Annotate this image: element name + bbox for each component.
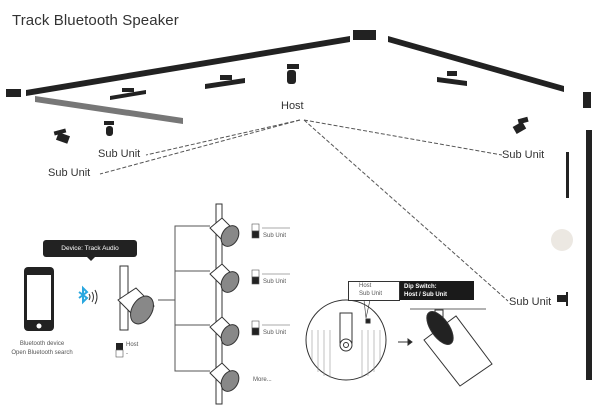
dip-switch-detail: [305, 299, 493, 387]
phone-caption-line2: Open Bluetooth search: [11, 350, 73, 356]
track-light-fixture: [437, 71, 467, 86]
host-label: Host: [281, 100, 304, 112]
sub-speaker: [209, 263, 240, 293]
host-switch-label: Host: [126, 342, 139, 348]
host-switch-sub-label: -: [126, 351, 128, 357]
vent-lines: [311, 330, 381, 378]
track-rails: [6, 30, 592, 380]
sub-spotlight: [104, 121, 114, 136]
host-switch-on: [116, 343, 123, 350]
sub-speaker: [209, 316, 240, 346]
dip-switch-title: Dip Switch: Host / Sub Unit: [400, 281, 474, 300]
track-wall-piece: [566, 152, 569, 198]
sub-switch-on: [251, 327, 260, 336]
track-light-fixture: [110, 88, 146, 100]
wall-sub-speaker: [557, 292, 568, 306]
device-name-tooltip: Device: Track Audio: [43, 240, 137, 261]
signal-waves-icon: [88, 289, 98, 305]
sub-switch-off: [251, 269, 260, 278]
sub-unit-switch-label: Sub Unit: [263, 279, 287, 285]
sub-switch-off: [251, 320, 260, 329]
phone-caption-line1: Bluetooth device: [19, 341, 65, 347]
dip-title-line2: Host / Sub Unit: [404, 292, 447, 298]
speaker-side-view: [423, 309, 493, 387]
dip-title-line1: Dip Switch:: [404, 284, 437, 290]
sub-switch-off: [251, 223, 260, 232]
track-light-fixture: [205, 75, 245, 89]
track-rail-gray: [35, 96, 183, 124]
sub-unit-label: Sub Unit: [48, 167, 91, 179]
sub-unit-switch-label: Sub Unit: [263, 330, 287, 336]
sub-speaker: [209, 362, 240, 392]
arrow-right-icon: [398, 338, 413, 346]
dip-switch-legend: Host Sub Unit: [348, 281, 400, 301]
bluetooth-icon: [78, 285, 89, 305]
page-title: Track Bluetooth Speaker: [12, 12, 179, 29]
sub-speakers: [209, 217, 240, 392]
sub-switch-on: [251, 230, 260, 239]
phone-icon: [24, 267, 54, 331]
tree-connector: [158, 225, 210, 372]
ceiling-fixtures: [53, 64, 568, 306]
track-corner-left: [6, 89, 21, 97]
host-spotlight: [287, 64, 299, 84]
track-corner-right: [583, 92, 591, 108]
sub-spotlight: [53, 128, 71, 144]
sub-unit-label: Sub Unit: [502, 149, 545, 161]
track-corner-top: [353, 30, 376, 40]
track-rail-left: [26, 36, 350, 96]
sub-switches: [251, 223, 290, 336]
more-label: More...: [253, 377, 272, 383]
connection-lines: [99, 119, 509, 302]
sub-unit-label: Sub Unit: [509, 296, 552, 308]
host-switch-off: [115, 349, 124, 358]
track-rail-right: [388, 36, 564, 92]
track-rail-vertical: [586, 130, 592, 380]
sub-switch-on: [251, 276, 260, 285]
sub-unit-label: Sub Unit: [98, 148, 141, 160]
round-ceiling-speaker: [551, 229, 573, 251]
dip-option-host: Host: [359, 283, 372, 289]
dip-option-sub: Sub Unit: [359, 291, 383, 297]
sub-track: [215, 203, 223, 405]
sub-unit-switch-label: Sub Unit: [263, 233, 287, 239]
sub-speaker: [209, 217, 240, 247]
sub-spotlight: [512, 116, 529, 134]
host-speaker: [117, 265, 155, 331]
